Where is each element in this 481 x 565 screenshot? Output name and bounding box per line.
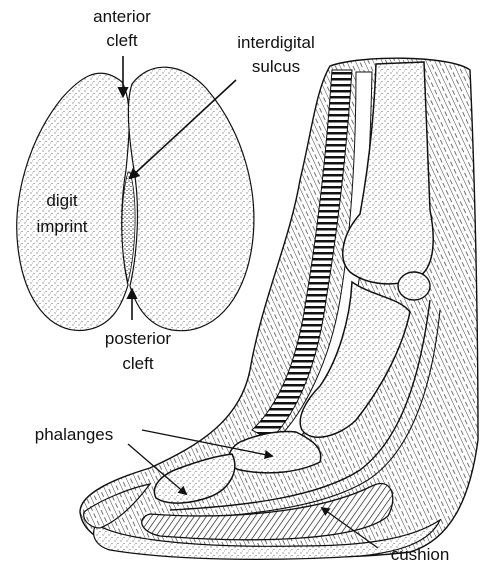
right-digit-imprint [128,67,253,331]
label-digit-line1: digit [46,191,77,210]
label-digit-line2: imprint [36,217,87,236]
label-cushion: cushion [391,545,450,564]
label-posterior-line1: posterior [105,329,171,348]
sesamoid-bone [398,272,430,300]
label-interdigital-line1: interdigital [237,33,315,52]
label-posterior-line2: cleft [122,354,153,373]
label-interdigital-line2: sulcus [252,57,300,76]
label-anterior-line1: anterior [93,7,151,26]
label-phalanges: phalanges [35,425,113,444]
label-anterior-line2: cleft [106,31,137,50]
